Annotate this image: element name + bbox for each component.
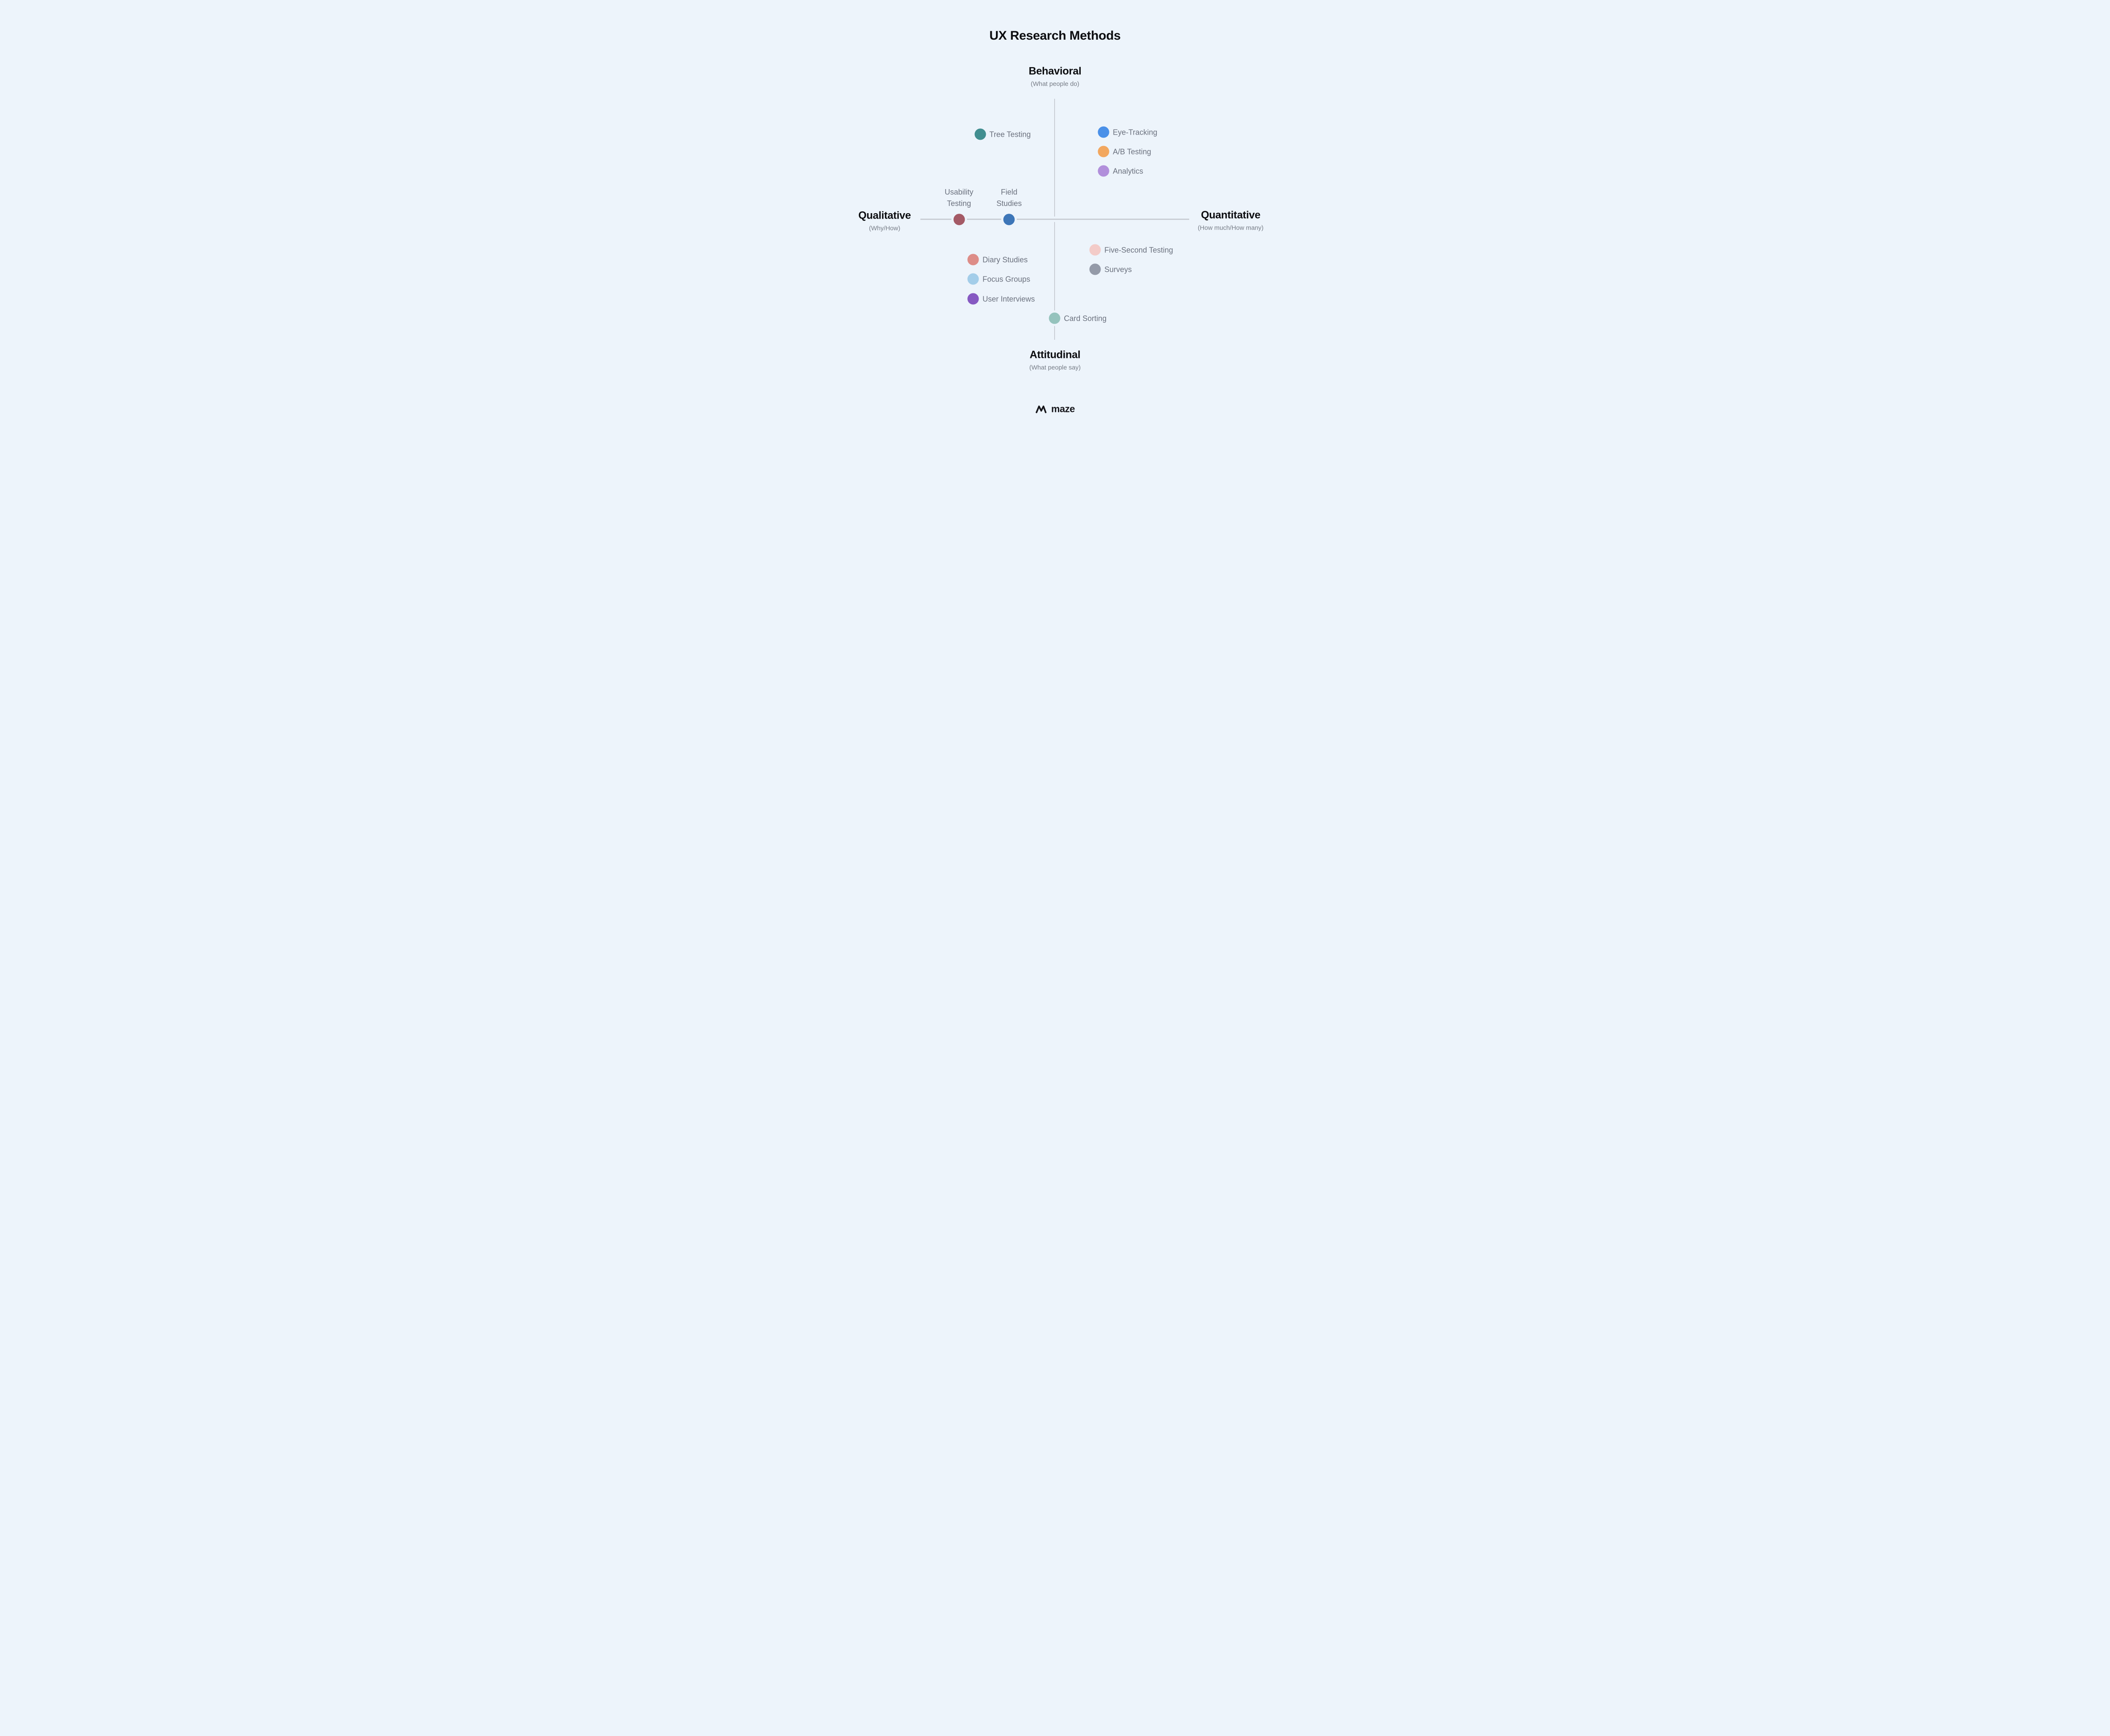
axis-label-quantitative: Quantitative (How much/How many) [1198,209,1263,232]
method-dot-a-b-testing [1098,146,1109,157]
method-dot-field-studies [1003,214,1015,225]
method-dot-usability-testing [953,214,965,225]
method-label-diary-studies: Diary Studies [982,255,1028,264]
method-label-field-studies: Field Studies [996,187,1022,208]
method-label-focus-groups: Focus Groups [982,275,1031,284]
method-dot-tree-testing [974,128,986,140]
method-label-analytics: Analytics [1113,167,1144,176]
method-dot-card-sorting [1049,312,1060,324]
axis-label-qualitative-subtitle: (Why/How) [869,225,901,232]
method-label-surveys: Surveys [1104,265,1132,274]
page-title: UX Research Methods [989,29,1121,43]
method-dot-diary-studies [967,254,979,265]
method-label-five-second-testing: Five-Second Testing [1104,246,1173,255]
method-dot-user-interviews [967,293,979,305]
method-label-card-sorting: Card Sorting [1064,314,1107,323]
axis-label-behavioral-title: Behavioral [1028,65,1082,77]
method-dot-analytics [1098,165,1109,177]
axis-label-quantitative-title: Quantitative [1201,209,1261,221]
axis-label-attitudinal: Attitudinal (What people say) [1029,349,1081,371]
axis-label-qualitative: Qualitative (Why/How) [858,210,911,232]
maze-logo-text: maze [1051,403,1075,414]
maze-logo: maze [1035,404,1075,415]
horizontal-axis-line [920,219,1189,220]
axis-label-attitudinal-subtitle: (What people say) [1029,364,1081,371]
axis-label-quantitative-subtitle: (How much/How many) [1198,224,1264,232]
axis-label-attitudinal-title: Attitudinal [1029,349,1081,361]
maze-logo-icon [1036,405,1047,413]
axis-label-behavioral-subtitle: (What people do) [1031,80,1079,88]
method-dot-eye-tracking [1098,126,1109,138]
method-label-eye-tracking: Eye-Tracking [1113,128,1158,136]
method-label-user-interviews: User Interviews [982,295,1035,303]
method-label-a-b-testing: A/B Testing [1113,147,1151,156]
method-dot-focus-groups [967,273,979,285]
method-label-usability-testing: Usability Testing [944,187,974,208]
axis-label-behavioral: Behavioral (What people do) [1029,65,1082,87]
method-label-tree-testing: Tree Testing [989,130,1031,139]
axis-label-qualitative-title: Qualitative [858,209,911,222]
ux-research-methods-diagram: UX Research Methods Behavioral (What peo… [791,0,1319,434]
method-dot-surveys [1089,263,1101,275]
method-dot-five-second-testing [1089,244,1101,256]
